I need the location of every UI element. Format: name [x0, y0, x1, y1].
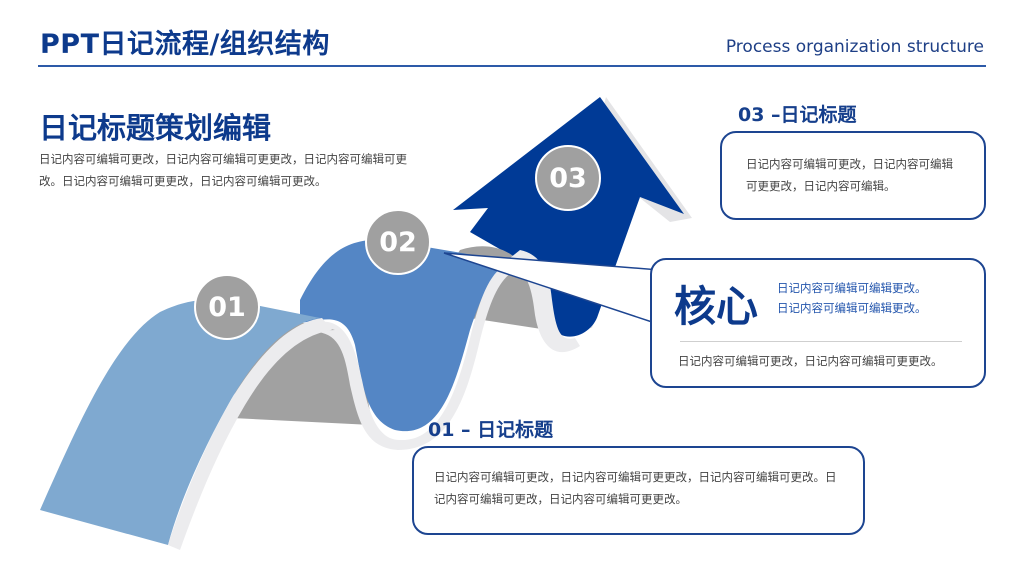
step-01-card: 日记内容可编辑可更改，日记内容可编辑可更更改，日记内容可编辑可更改。日记内容可编… — [412, 446, 865, 535]
step-03-text: 日记内容可编辑可更改，日记内容可编辑可更更改，日记内容可编辑。 — [746, 157, 953, 193]
page-subtitle: Process organization structure — [725, 37, 984, 57]
header-divider — [38, 65, 986, 67]
step-01-title: 01 – 日记标题 — [428, 419, 554, 441]
core-label: 核心 — [674, 282, 759, 331]
ribbon-edge-1 — [168, 318, 332, 550]
core-line-2: 日记内容可编辑可编辑更改。 — [777, 301, 927, 315]
step-badge-01: 01 — [194, 274, 260, 340]
arrow-03-body — [453, 97, 684, 337]
core-line-1: 日记内容可编辑可编辑更改。 — [777, 281, 927, 295]
step-01-text: 日记内容可编辑可更改，日记内容可编辑可更更改，日记内容可编辑可更改。日记内容可编… — [434, 470, 837, 506]
ribbon-edge-3 — [505, 250, 580, 353]
step-badge-03: 03 — [535, 145, 601, 211]
core-footer-text: 日记内容可编辑可更改，日记内容可编辑可更更改。 — [678, 354, 943, 368]
ribbon-01 — [40, 299, 320, 545]
page-title: PPT日记流程/组织结构 — [40, 29, 330, 60]
core-divider — [680, 341, 962, 342]
step-03-title: 03 –日记标题 — [738, 104, 857, 126]
ribbon-back-2 — [232, 330, 372, 425]
main-heading: 日记标题策划编辑 — [39, 111, 272, 145]
core-card: 核心 日记内容可编辑可编辑更改。 日记内容可编辑可编辑更改。 日记内容可编辑可更… — [650, 258, 986, 388]
intro-text: 日记内容可编辑可更改，日记内容可编辑可更更改，日记内容可编辑可更改。日记内容可编… — [39, 152, 407, 188]
ribbon-edge-2 — [318, 262, 520, 450]
step-badge-02: 02 — [365, 209, 431, 275]
step-03-card: 日记内容可编辑可更改，日记内容可编辑可更更改，日记内容可编辑。 — [720, 131, 986, 220]
ribbon-02 — [300, 239, 515, 432]
